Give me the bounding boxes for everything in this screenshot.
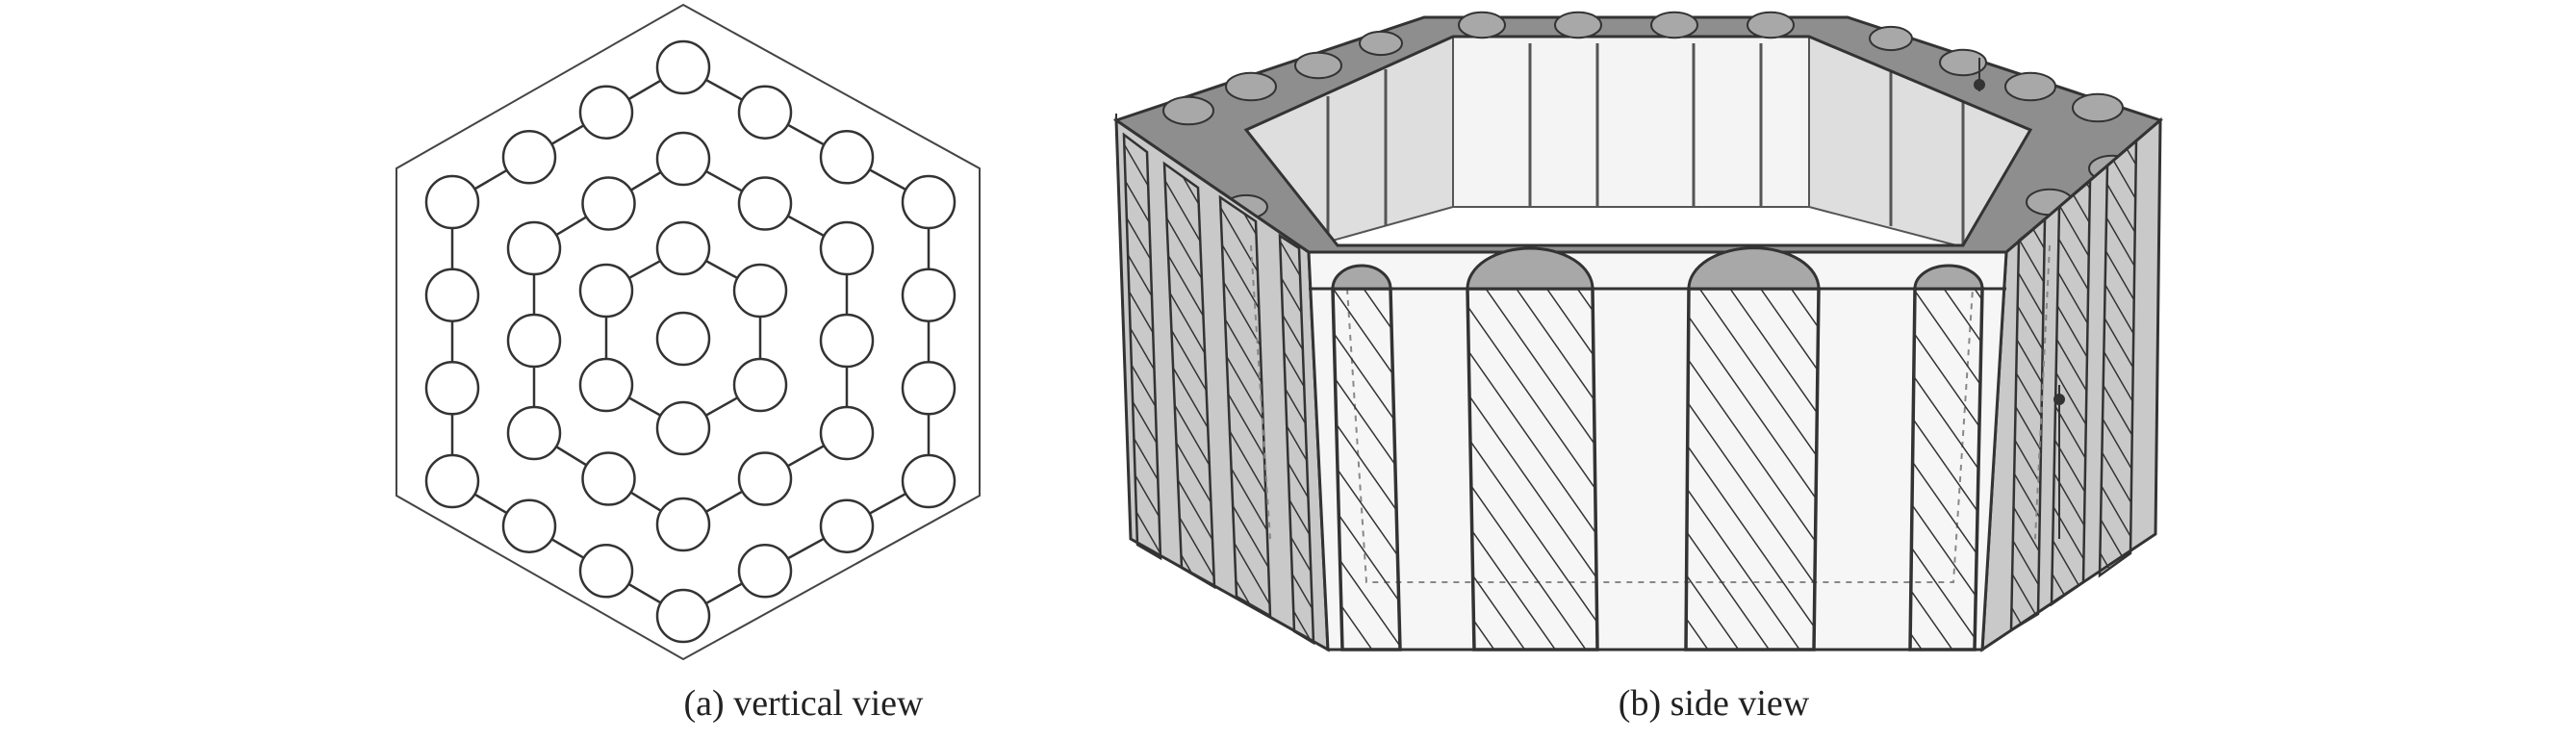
side-view-diagram [1112,11,2163,652]
sensor-circle [819,498,875,553]
sensor-circle [581,176,636,231]
caption-vertical-view: (a) vertical view [683,683,924,724]
sensor-circle [424,453,480,509]
left-wall-hatched-strips [1122,132,1315,646]
sensor-circle [506,313,562,369]
inner-back-wall [1452,36,1810,208]
sensor-circle [424,361,480,416]
rim-circle [1747,11,1795,39]
sensor-circle [655,400,711,456]
sensor-circle [819,405,875,461]
sensor-circle [578,263,634,319]
circle-array [424,39,956,644]
sensor-circle [737,544,793,599]
rim-circle [1294,51,1342,80]
rim-circle-array [1155,11,2136,220]
sensor-circle [506,220,562,276]
sensor-circle [578,544,634,599]
sensor-circle [655,39,711,95]
sensor-circle [506,405,562,461]
rim-circle [2072,92,2124,123]
sensor-circle [901,268,956,322]
sensor-circle [655,588,711,644]
sensor-circle [819,220,875,276]
rim-circle [1650,11,1698,39]
rim-circle [1939,48,1987,77]
sensor-circle [732,357,788,413]
sensor-circle [901,361,956,416]
sensor-circle [901,174,956,230]
outer-hexagon-boundary [395,3,981,661]
front-wall-hatched-columns [1331,287,1984,652]
rim-circle [1554,11,1602,39]
sensor-circle [655,311,711,367]
rim-circle [1359,30,1403,57]
sensor-circle [901,453,956,509]
sensor-circle [501,130,557,185]
rim-circle [1458,11,1506,39]
probe-markers [1115,58,2065,539]
sensor-circle [819,313,875,369]
sensor-circle [581,451,636,506]
sensor-circle [655,131,711,187]
inner-wall-stripes [1326,43,1965,245]
front-column-caps [1331,246,1984,291]
rim-circle [1869,25,1913,52]
sensor-circle [737,85,793,140]
rim-circle [1162,95,1214,126]
sensor-circle [732,263,788,319]
sensor-circle [578,357,634,413]
sensor-circle [737,176,793,231]
sensor-circle [819,130,875,185]
front-wall [1307,250,2008,652]
vertical-view-diagram [395,3,981,661]
rim-circle [1225,71,1277,102]
caption-side-view: (b) side view [1618,683,1810,724]
sensor-circle [424,268,480,322]
rim-circle [2004,71,2056,102]
sensor-circle [424,174,480,230]
sensor-circle [578,85,634,140]
sensor-circle [501,498,557,553]
sensor-circle [655,497,711,552]
sensor-circle [655,220,711,276]
sensor-circle [737,451,793,506]
